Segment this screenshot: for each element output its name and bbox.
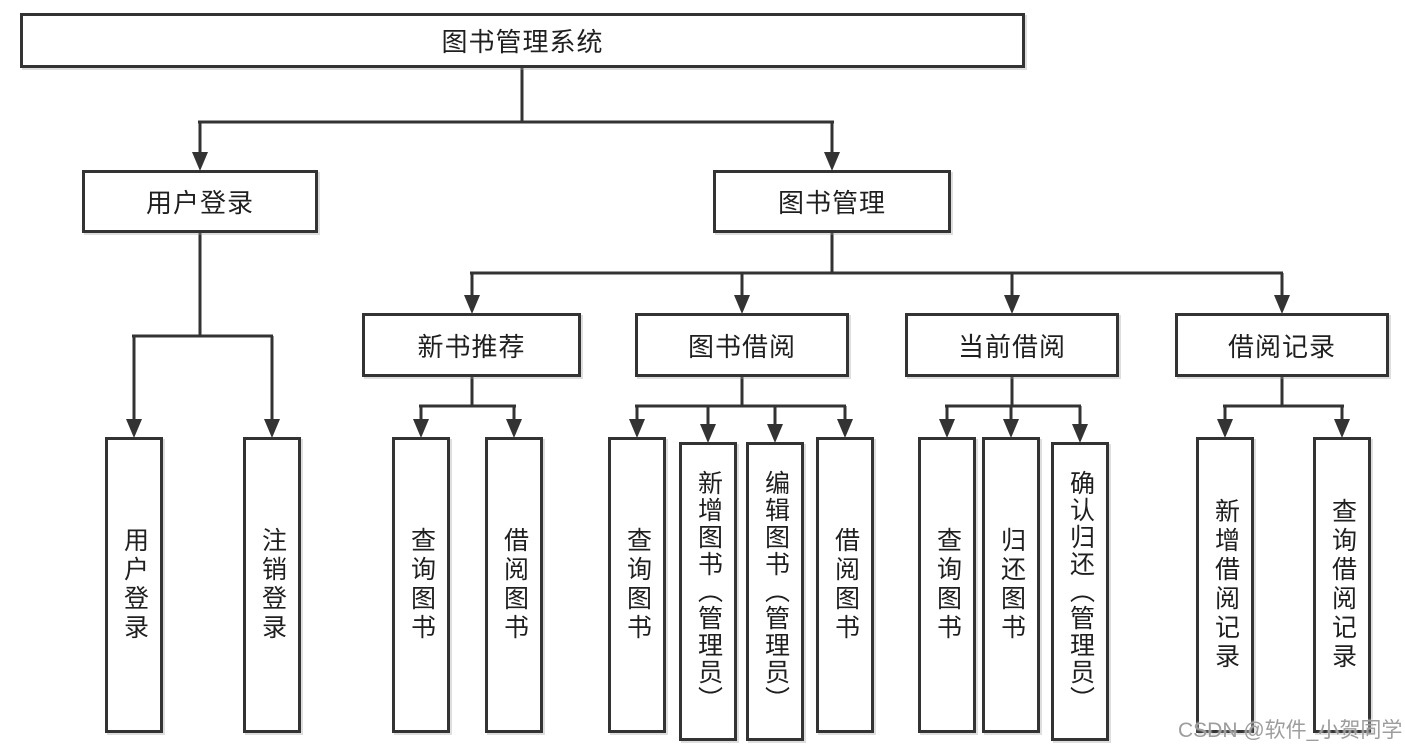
leaf-add-borrow-record: 新增借阅记录 <box>1196 437 1254 733</box>
node-current-borrow: 当前借阅 <box>905 313 1119 377</box>
node-root-label: 图书管理系统 <box>441 27 604 57</box>
leaf-user-login: 用户登录 <box>105 437 163 733</box>
leaf-logout-login: 注销登录 <box>243 437 301 733</box>
leaf-query-borrow-record: 查询借阅记录 <box>1313 437 1371 733</box>
csdn-watermark: CSDN @软件_小贺同学 <box>1178 719 1403 742</box>
leaf-add-book-admin: 新增图书（管理员） <box>679 442 737 741</box>
leaf-return-books: 归还图书 <box>982 437 1040 733</box>
node-user-login: 用户登录 <box>82 170 318 233</box>
node-user-login-label: 用户登录 <box>145 188 254 218</box>
leaf-edit-book-admin: 编辑图书（管理员） <box>746 442 804 741</box>
leaf-query-books-current: 查询图书 <box>918 437 976 733</box>
node-book-management: 图书管理 <box>713 170 951 233</box>
leaf-query-books-recommend: 查询图书 <box>392 437 450 733</box>
arrowhead-icons <box>126 152 1350 443</box>
node-borrow-records: 借阅记录 <box>1175 313 1389 377</box>
node-new-book-recommend: 新书推荐 <box>362 313 581 377</box>
node-root-system: 图书管理系统 <box>20 13 1025 68</box>
leaf-query-books-borrow: 查询图书 <box>608 437 666 733</box>
leaf-borrow-books: 借阅图书 <box>816 437 874 733</box>
leaf-borrow-books-recommend: 借阅图书 <box>485 437 543 733</box>
node-book-management-label: 图书管理 <box>777 188 886 218</box>
leaf-confirm-return-admin: 确认归还（管理员） <box>1051 442 1109 741</box>
node-book-borrow: 图书借阅 <box>635 313 849 377</box>
